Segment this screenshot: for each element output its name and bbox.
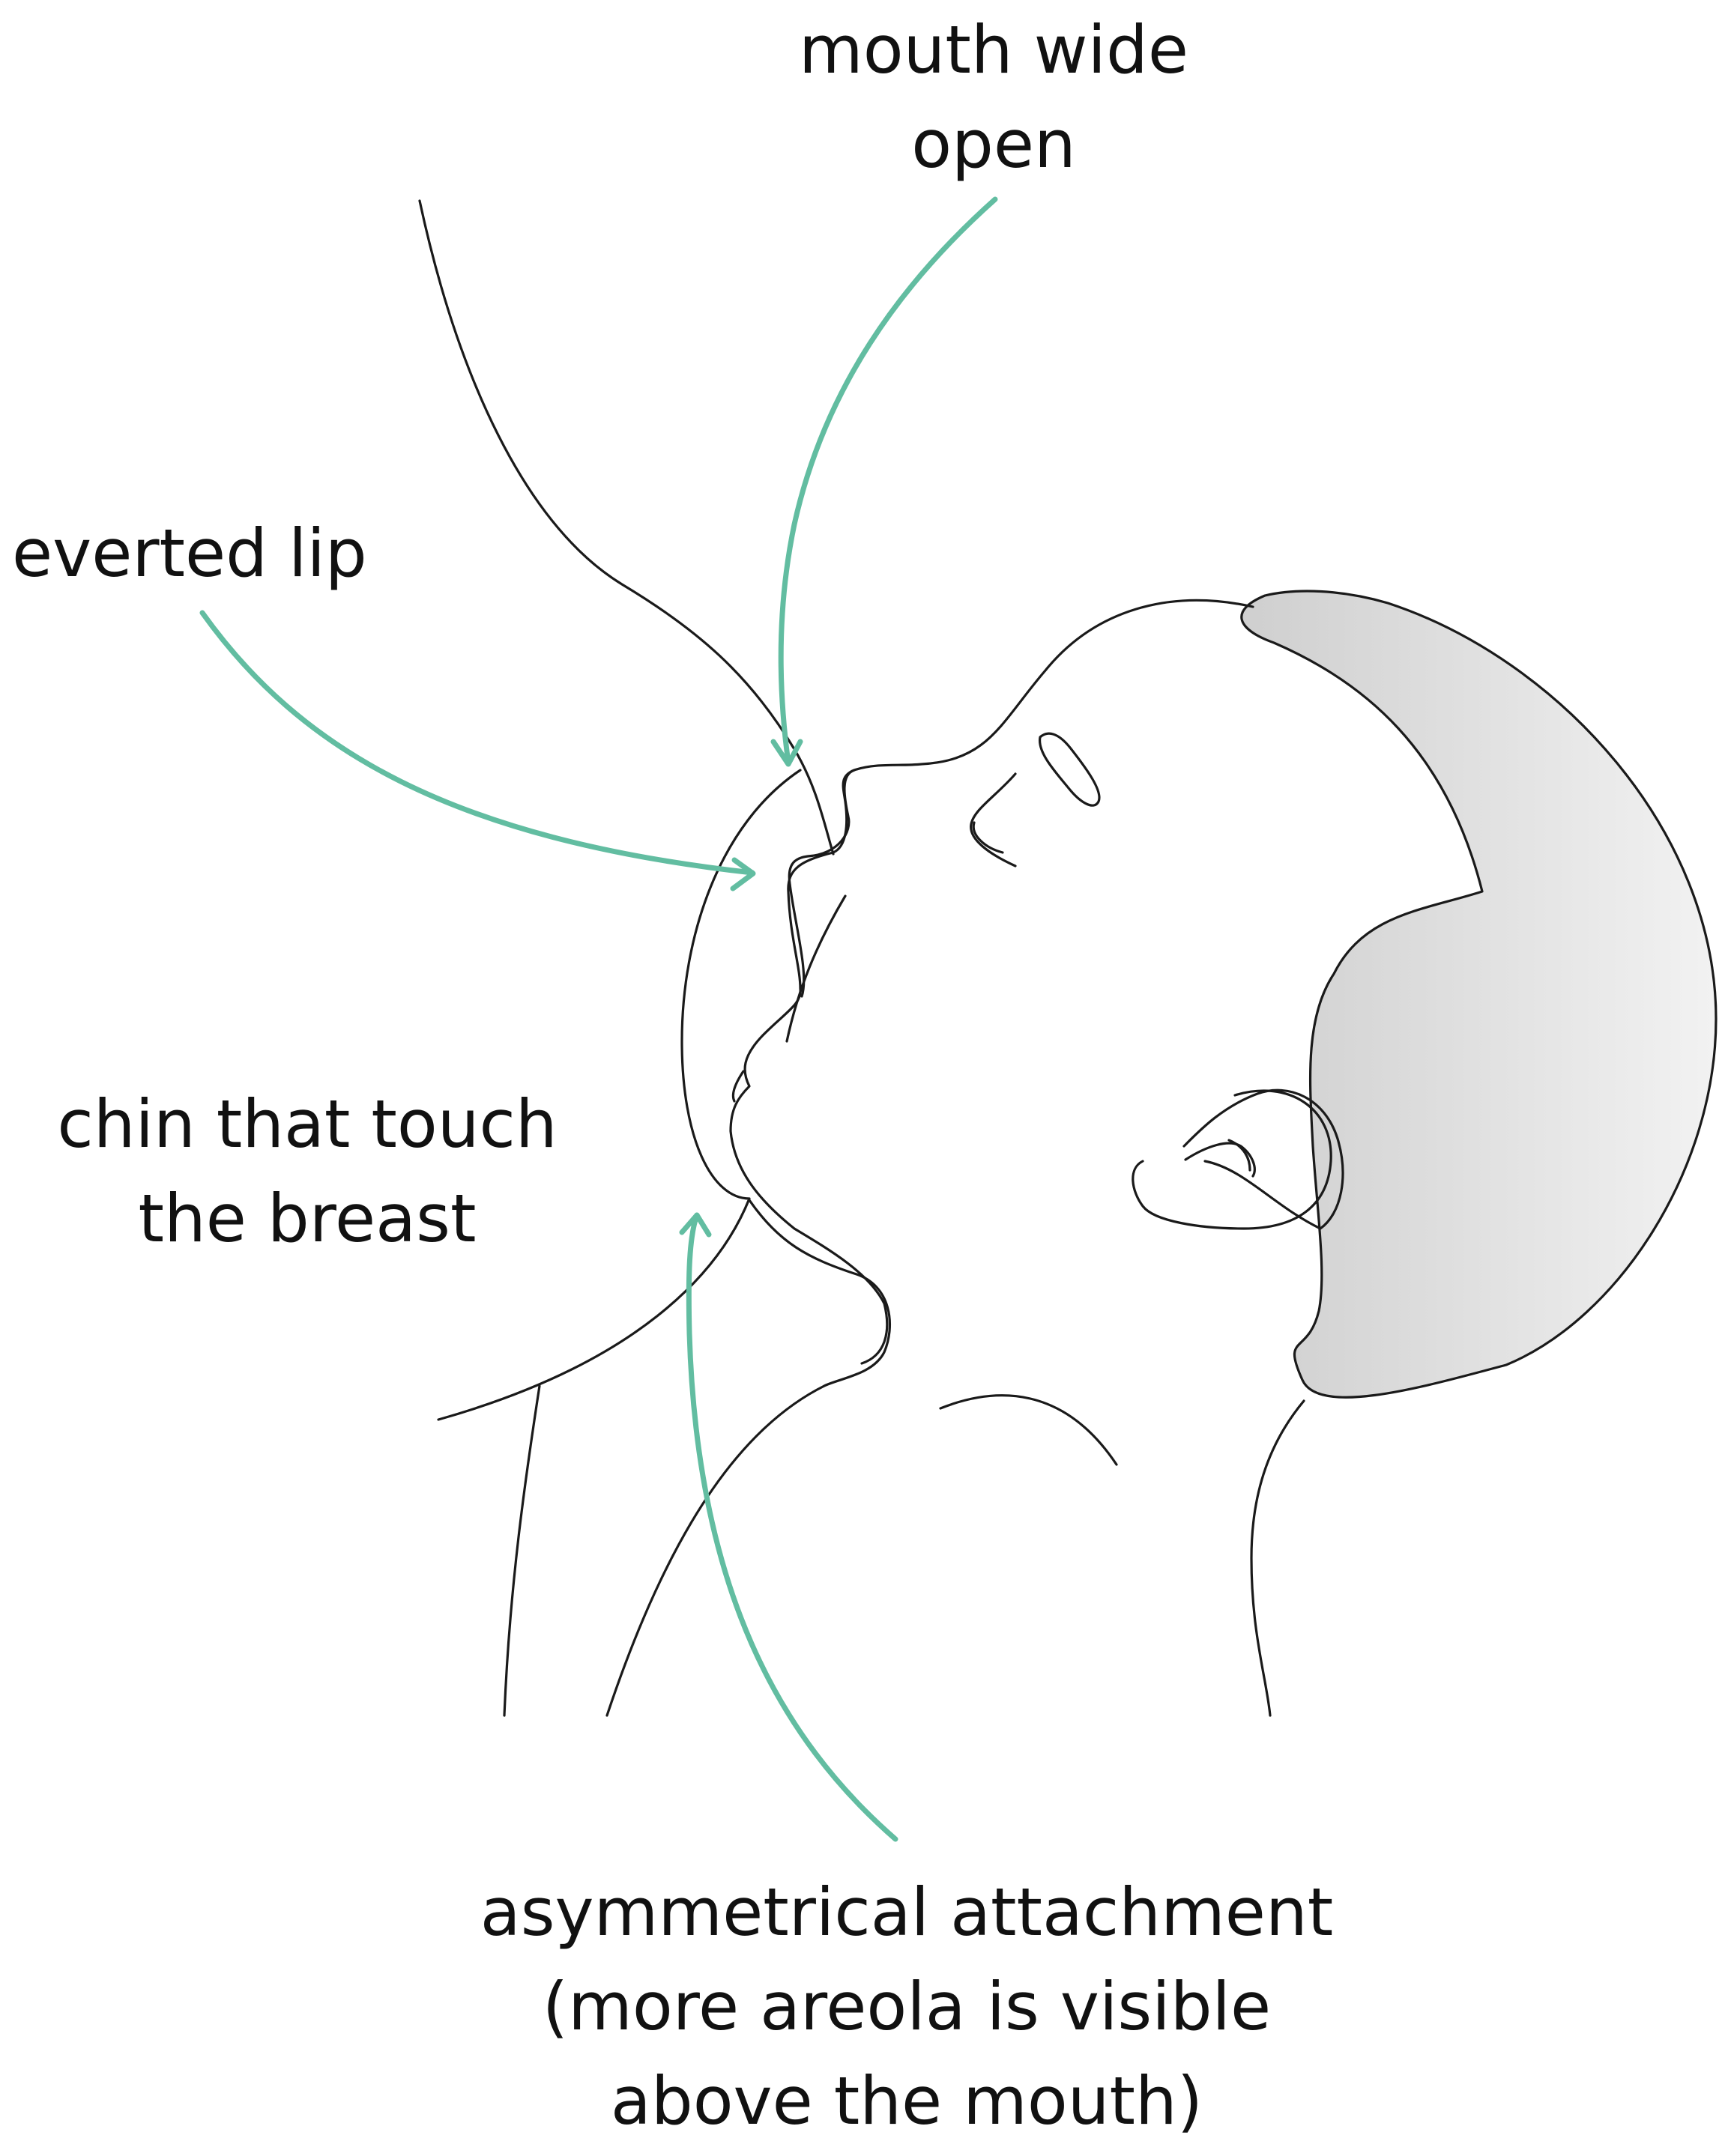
label-line: chin that touch [30, 1077, 584, 1172]
arrow-chin [682, 1215, 895, 1839]
baby-jaw [749, 1200, 889, 1386]
label-line: everted lip [12, 506, 367, 601]
baby-eye-lower [973, 823, 1003, 853]
baby-chest [607, 1386, 824, 1716]
label-line: the breast [30, 1172, 584, 1266]
arm-line [504, 1386, 540, 1716]
label-chin-touch: chin that touch the breast [30, 1077, 584, 1266]
label-asymmetrical: asymmetrical attachment (more areola is … [420, 1865, 1394, 2149]
arrow-everted-lip [202, 613, 753, 888]
baby-neck-fold [940, 1396, 1117, 1465]
label-everted-lip: everted lip [12, 506, 367, 601]
label-line: mouth wide [776, 3, 1211, 97]
baby-face-profile [731, 770, 887, 1363]
baby-ear-inner [1185, 1143, 1254, 1176]
baby-eyelid [971, 774, 1015, 866]
label-line: (more areola is visible [420, 1960, 1394, 2054]
baby-ear-outer [1133, 1091, 1331, 1229]
label-mouth-wide-open: mouth wide open [776, 3, 1211, 192]
baby-head-outline [789, 600, 1253, 996]
baby-hair [1242, 591, 1716, 1397]
baby-back [1251, 1401, 1304, 1716]
label-line: open [776, 97, 1211, 192]
breast-outline [420, 201, 833, 854]
label-line: asymmetrical attachment [420, 1865, 1394, 1960]
label-line: above the mouth) [420, 2054, 1394, 2149]
baby-eye [1040, 733, 1099, 805]
arrow-mouth-wide-open [773, 199, 995, 764]
